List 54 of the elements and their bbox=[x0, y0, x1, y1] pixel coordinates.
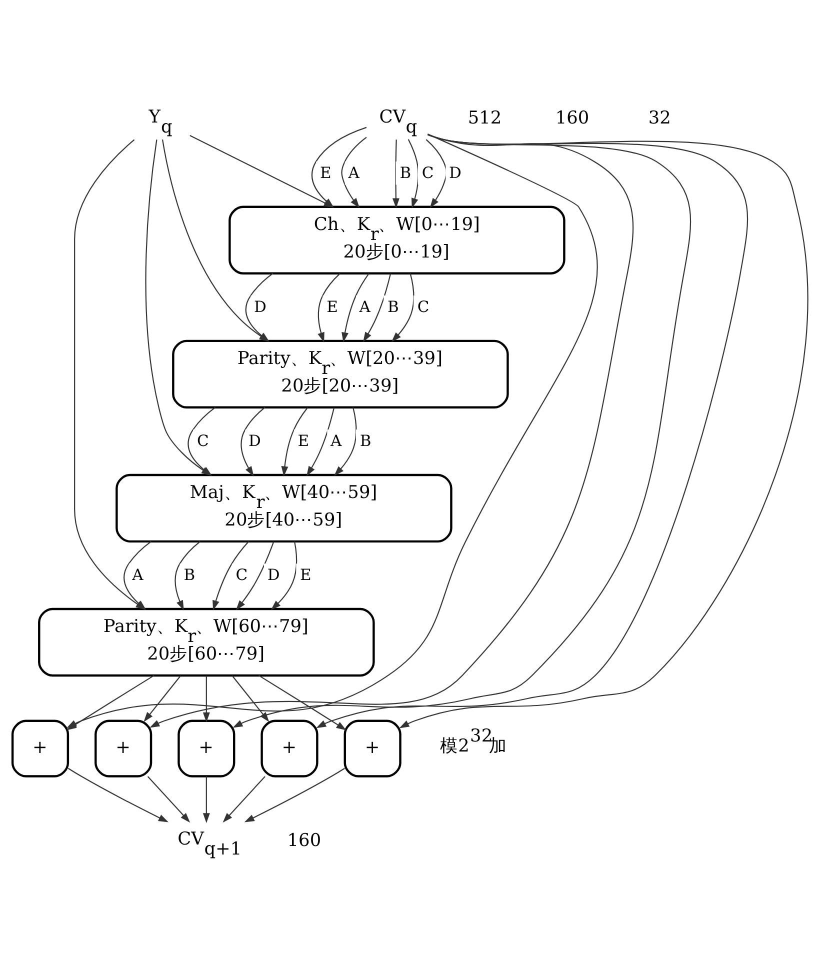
edge-label: E bbox=[326, 297, 338, 316]
node-box: + bbox=[11, 719, 70, 777]
arrow bbox=[202, 776, 210, 823]
arrow bbox=[426, 138, 447, 208]
edge-label: B bbox=[360, 431, 372, 450]
edge-label: C bbox=[196, 431, 209, 450]
arrow bbox=[144, 674, 182, 722]
arrow bbox=[270, 540, 298, 610]
arrow bbox=[342, 272, 370, 342]
label: 32 bbox=[648, 108, 671, 128]
edge-label: E bbox=[320, 163, 332, 182]
arrow bbox=[68, 767, 168, 822]
arrow bbox=[334, 406, 357, 476]
arrow bbox=[202, 675, 210, 722]
arrow bbox=[147, 776, 190, 822]
label: 160 bbox=[287, 830, 322, 850]
arrow bbox=[399, 134, 808, 728]
edge-label: C bbox=[417, 297, 430, 316]
node-box: + bbox=[260, 719, 318, 777]
edge-label: D bbox=[248, 431, 261, 450]
arrow bbox=[391, 272, 414, 342]
label: 512 bbox=[468, 108, 502, 128]
edge-label: B bbox=[388, 297, 399, 316]
edge-label: C bbox=[422, 163, 434, 182]
arrow bbox=[318, 272, 340, 342]
edge-label: A bbox=[348, 163, 360, 182]
arrow bbox=[222, 776, 266, 822]
node-box: + bbox=[344, 719, 402, 777]
arrow bbox=[150, 133, 634, 728]
edge-label: E bbox=[298, 431, 310, 450]
arrow bbox=[306, 407, 335, 476]
label: 160 bbox=[555, 108, 590, 128]
arrow bbox=[392, 139, 400, 208]
edge-label: B bbox=[400, 163, 412, 182]
edge-label: D bbox=[449, 163, 462, 182]
arrow bbox=[236, 541, 274, 610]
arrow bbox=[341, 136, 367, 208]
edge-label: A bbox=[359, 297, 370, 316]
edge-label: D bbox=[267, 565, 280, 584]
edge-label: B bbox=[184, 565, 196, 584]
arrow bbox=[244, 767, 345, 822]
node-box: + bbox=[94, 719, 152, 777]
edge-label: C bbox=[236, 565, 248, 584]
arrow bbox=[232, 674, 270, 722]
edge-label: E bbox=[300, 565, 312, 584]
edge-label: D bbox=[254, 297, 266, 316]
arrow bbox=[258, 674, 346, 730]
node-box: + bbox=[178, 719, 236, 777]
arrow bbox=[281, 406, 308, 476]
edge-label: A bbox=[132, 565, 144, 584]
arrow bbox=[408, 138, 419, 208]
arrow bbox=[363, 273, 392, 342]
arrow bbox=[212, 540, 250, 610]
edge-label: A bbox=[330, 431, 342, 450]
